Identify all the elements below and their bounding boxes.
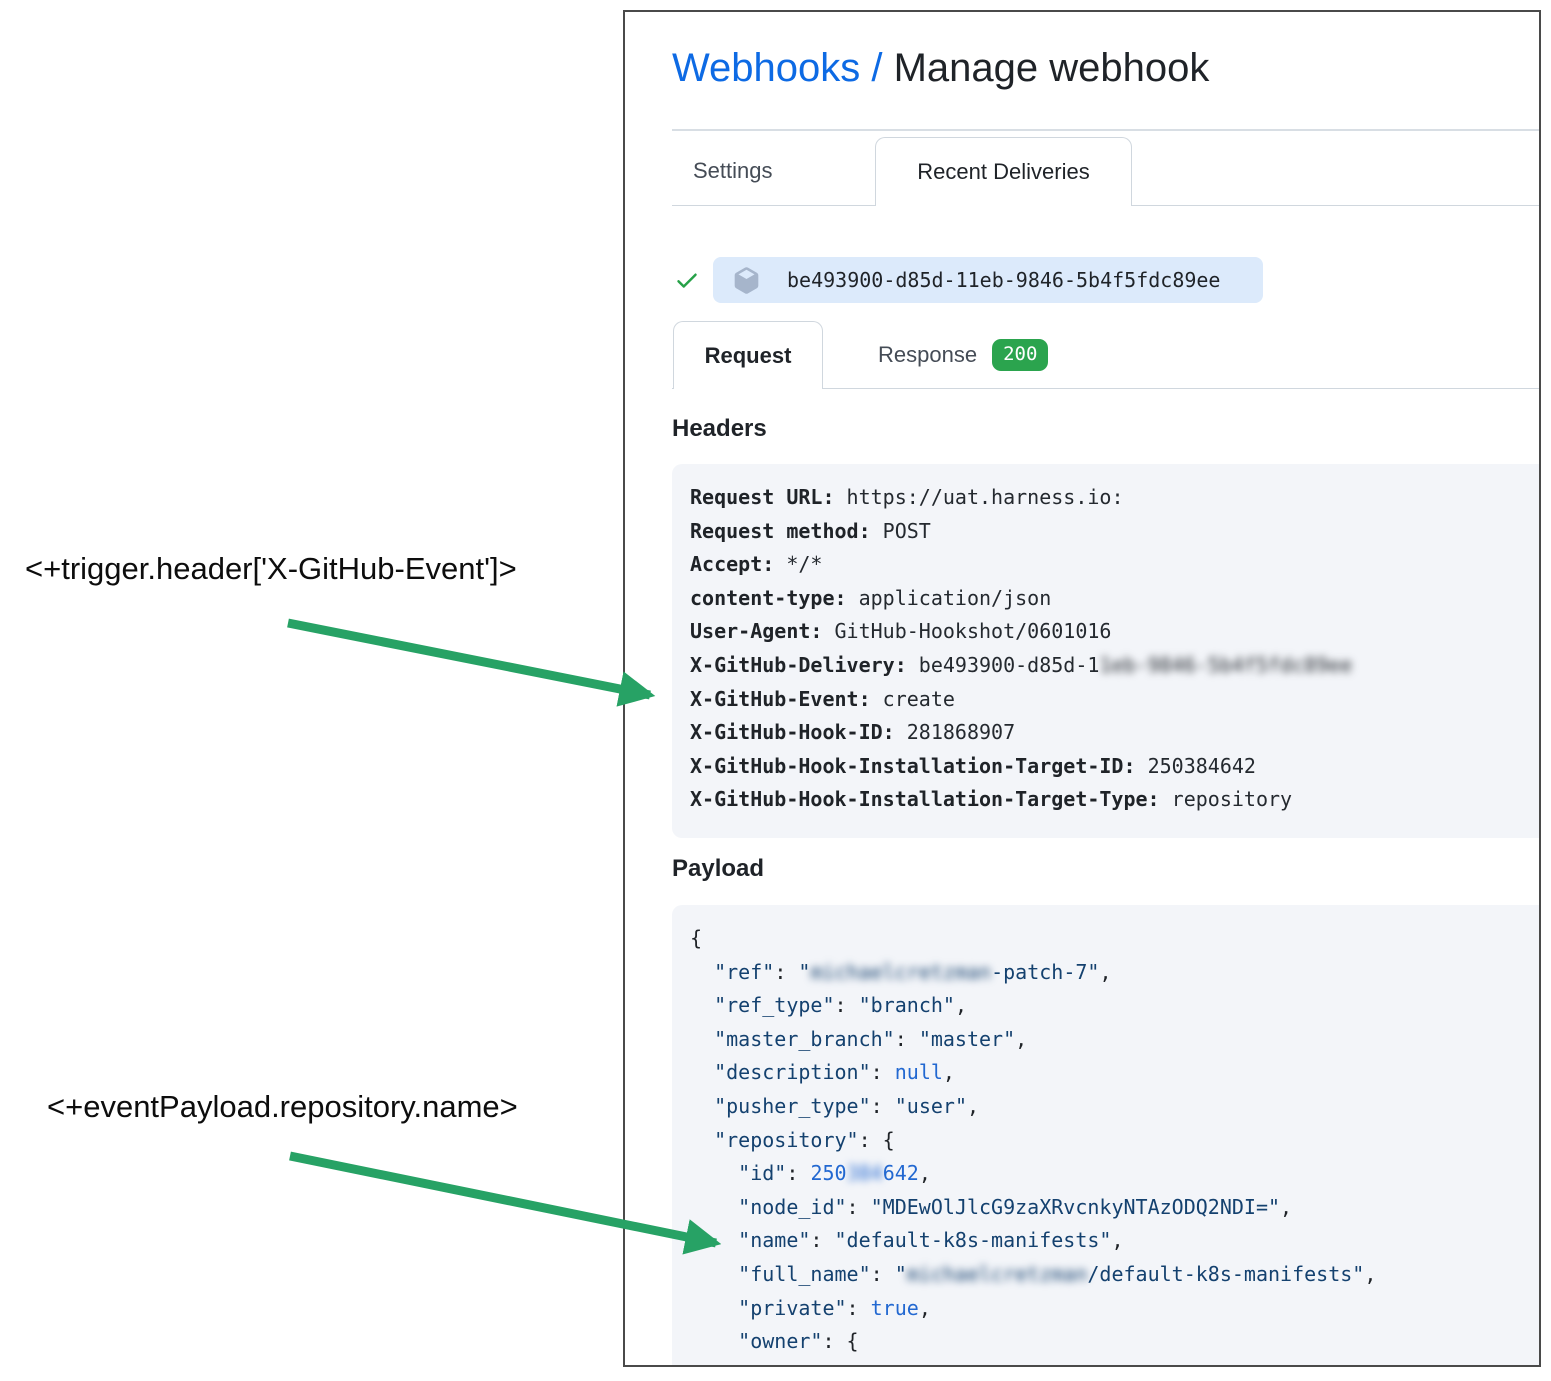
payload-line: "node_id": "MDEwOlJlcG9zaXRvcnkyNTAzODQ2…	[738, 1194, 1293, 1219]
tab-request[interactable]: Request	[673, 321, 823, 389]
headers-list: Request URL: https://uat.harness.io: Requ…	[690, 481, 1539, 817]
payload-line: "ref": "michaelcretzman-patch-7",	[714, 959, 1112, 984]
payload-line: {	[690, 926, 703, 950]
header-line: content-type: application/json	[690, 585, 1052, 610]
headers-box: Request URL: https://uat.harness.io: Requ…	[672, 464, 1539, 838]
payload-line: "owner": {	[738, 1329, 859, 1354]
payload-line: "description": null,	[714, 1060, 955, 1085]
header-line: User-Agent: GitHub-Hookshot/0601016	[690, 619, 1112, 644]
request-response-tabnav: Request Response 200	[672, 321, 1539, 389]
payload-line: "private": true,	[738, 1295, 931, 1320]
payload-line: "name": "default-k8s-manifests",	[738, 1228, 1124, 1253]
payload-line: "repository": {	[714, 1127, 895, 1152]
payload-expression-annotation: <+eventPayload.repository.name>	[47, 1089, 518, 1124]
response-status-badge: 200	[992, 338, 1049, 371]
delivery-row: be493900-d85d-11eb-9846-5b4f5fdc89ee	[672, 256, 1263, 304]
header-line: Request method: POST	[690, 518, 931, 543]
payload-line: "full_name": "michaelcretzman/default-k8…	[738, 1261, 1377, 1286]
webhook-tabnav: Settings Recent Deliveries	[672, 137, 1539, 206]
header-line: X-GitHub-Delivery: be493900-d85d-11eb-98…	[690, 652, 1353, 677]
check-icon	[677, 273, 697, 288]
title-divider	[672, 129, 1539, 131]
delivery-item[interactable]: be493900-d85d-11eb-9846-5b4f5fdc89ee	[713, 257, 1263, 303]
page-title-current: Manage webhook	[893, 46, 1210, 90]
header-line: Request URL: https://uat.harness.io:	[690, 485, 1124, 509]
tab-response[interactable]: Response 200	[868, 321, 1058, 388]
payload-box: { "ref": "michaelcretzman-patch-7", "ref…	[672, 905, 1539, 1365]
payload-heading: Payload	[672, 855, 765, 882]
page-title: Webhooks / Manage webhook	[672, 46, 1209, 91]
tab-recent-deliveries[interactable]: Recent Deliveries	[875, 137, 1132, 206]
webhooks-breadcrumb-link[interactable]: Webhooks /	[672, 46, 894, 90]
tab-response-label: Response	[878, 341, 978, 367]
headers-heading: Headers	[672, 415, 767, 442]
payload-line: "master_branch": "master",	[714, 1026, 1028, 1051]
trigger-expression-annotation: <+trigger.header['X-GitHub-Event']>	[25, 551, 517, 586]
delivery-guid: be493900-d85d-11eb-9846-5b4f5fdc89ee	[787, 268, 1221, 292]
header-line: X-GitHub-Hook-ID: 281868907	[690, 720, 1016, 745]
header-line: Accept: */*	[690, 552, 823, 577]
header-line: X-GitHub-Hook-Installation-Target-ID: 25…	[690, 753, 1256, 778]
manage-webhook-panel: Webhooks / Manage webhook Settings Recen…	[623, 10, 1541, 1367]
payload-line: "pusher_type": "user",	[714, 1093, 980, 1118]
payload-line: "ref_type": "branch",	[714, 993, 967, 1018]
payload-code: { "ref": "michaelcretzman-patch-7", "ref…	[690, 922, 1539, 1359]
arrow-to-github-event	[287, 618, 656, 707]
header-line: X-GitHub-Event: create	[690, 686, 955, 711]
payload-line: "id": 250384642,	[738, 1161, 931, 1186]
package-icon	[734, 266, 759, 294]
tab-settings[interactable]: Settings	[693, 158, 773, 183]
header-line: X-GitHub-Hook-Installation-Target-Type: …	[690, 787, 1293, 812]
